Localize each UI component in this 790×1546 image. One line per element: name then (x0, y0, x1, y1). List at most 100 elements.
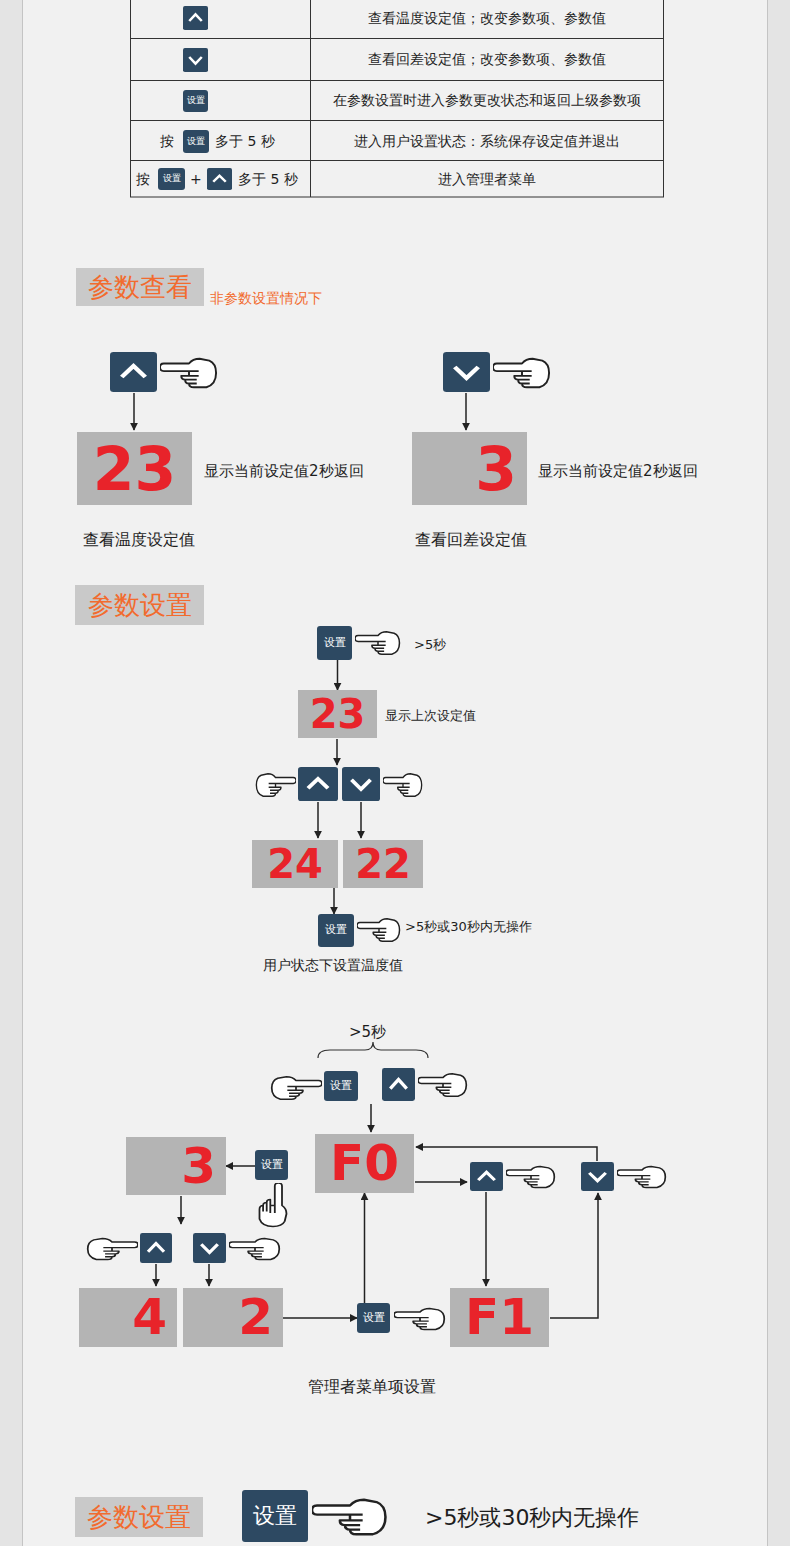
key-label: 设置 (187, 137, 205, 147)
note-label: >5秒或30秒内无操作 (405, 919, 532, 936)
key-table (130, 0, 664, 197)
key-label: 设置 (253, 1504, 297, 1528)
display-digits: 4 (132, 1290, 167, 1345)
flow-arrow (155, 1264, 157, 1286)
button-key: 设置 (317, 626, 352, 660)
note-label: + (190, 170, 202, 188)
key-label: 设置 (363, 1312, 385, 1324)
flow-connector (283, 1317, 357, 1319)
note-label: 进入用户设置状态：系统保存设定值并退出 (310, 132, 663, 150)
led-display: 3 (126, 1137, 226, 1195)
led-display: 22 (343, 840, 423, 888)
note-label: 在参数设置时进入参数更改状态和返回上级参数项 (310, 91, 663, 109)
flow-arrow (465, 393, 467, 430)
pressing-hand (272, 1077, 322, 1100)
note-label: 用户状态下设置温度值 (263, 956, 403, 974)
note-label: 非参数设置情况下 (210, 289, 322, 307)
pressing-hand (312, 1500, 385, 1535)
note-label: >5秒或30秒内无操作 (425, 1504, 639, 1533)
button-key: 设置 (183, 90, 208, 112)
section-heading: 参数设置 (75, 1497, 203, 1537)
heading-text: 参数查看 (88, 273, 192, 302)
section-heading: 参数查看 (76, 268, 204, 306)
flow-arrow (336, 739, 338, 765)
led-display: 2 (183, 1288, 283, 1347)
button-key: 设置 (324, 1071, 358, 1101)
display-digits: F0 (330, 1136, 399, 1191)
pressing-hand (383, 774, 422, 797)
display-digits: 3 (181, 1139, 216, 1194)
led-display: 23 (77, 432, 192, 505)
note-label: 查看回差设定值；改变参数项、参数值 (310, 50, 663, 68)
display-digits: 3 (475, 436, 517, 502)
button-key: 设置 (158, 168, 185, 190)
flow-connector (364, 1193, 366, 1303)
down-key (193, 1233, 226, 1263)
key-label: 设置 (324, 637, 346, 649)
table-rule (130, 120, 663, 121)
flow-arrow (180, 1196, 182, 1224)
up-key (110, 352, 157, 392)
flow-connector (333, 888, 335, 914)
note-label: 显示当前设定值2秒返回 (204, 462, 364, 482)
table-border (131, 0, 664, 197)
up-key (298, 767, 338, 801)
display-digits: F1 (465, 1290, 534, 1345)
up-key (382, 1068, 415, 1101)
note-label: 按 (160, 132, 174, 150)
note-label: 进入管理者菜单 (310, 170, 663, 188)
display-digits: 24 (267, 842, 323, 886)
pressing-hand (617, 1167, 665, 1188)
down-key (342, 767, 380, 801)
section-heading: 参数设置 (75, 585, 204, 625)
pressing-hand (355, 632, 399, 655)
display-digits: 23 (93, 436, 177, 502)
display-digits: 23 (310, 692, 366, 736)
table-rule (130, 160, 663, 161)
table-rule (130, 38, 663, 39)
key-label: 设置 (325, 924, 347, 936)
note-label: 查看温度设定值；改变参数项、参数值 (310, 9, 663, 27)
time-bracket (318, 1042, 428, 1058)
pressing-hand (394, 1309, 444, 1330)
pressing-hand (506, 1167, 554, 1188)
flow-arrow (208, 1264, 210, 1286)
flow-connector (226, 1165, 255, 1167)
heading-text: 参数设置 (87, 1503, 191, 1532)
note-label: 显示当前设定值2秒返回 (538, 462, 698, 482)
pressing-hand (160, 359, 216, 388)
note-label: 多于 5 秒 (215, 132, 275, 150)
note-label: 查看温度设定值 (83, 530, 195, 551)
table-rule (130, 80, 663, 81)
pressing-hand (493, 359, 549, 388)
flow-arrow (360, 802, 362, 838)
flow-arrow (550, 1193, 598, 1318)
note-label: 管理者菜单项设置 (308, 1377, 436, 1398)
flow-arrow (485, 1192, 487, 1286)
led-display: 24 (252, 840, 338, 888)
pressing-hand (229, 1239, 279, 1260)
pressing-hand (357, 919, 400, 942)
up-key (207, 168, 232, 190)
note-label: 多于 5 秒 (238, 170, 298, 188)
button-key: 设置 (255, 1150, 288, 1180)
key-label: 设置 (187, 96, 205, 106)
pressing-hand (256, 774, 296, 797)
led-display: 23 (298, 690, 377, 738)
pressing-hand (418, 1074, 466, 1097)
display-digits: 2 (238, 1290, 273, 1345)
note-label: 查看回差设定值 (415, 530, 527, 551)
key-label: 设置 (163, 174, 181, 184)
button-key: 设置 (242, 1490, 308, 1542)
down-key (581, 1162, 614, 1191)
button-key: 设置 (183, 130, 209, 153)
down-key (443, 352, 490, 392)
pressing-hand (260, 1183, 287, 1227)
key-label: 设置 (330, 1080, 352, 1092)
flow-arrow (133, 393, 135, 430)
led-display: F0 (315, 1134, 414, 1193)
flow-arrow (416, 1147, 597, 1161)
note-label: 按 (136, 170, 150, 188)
pressing-hand (88, 1239, 138, 1260)
